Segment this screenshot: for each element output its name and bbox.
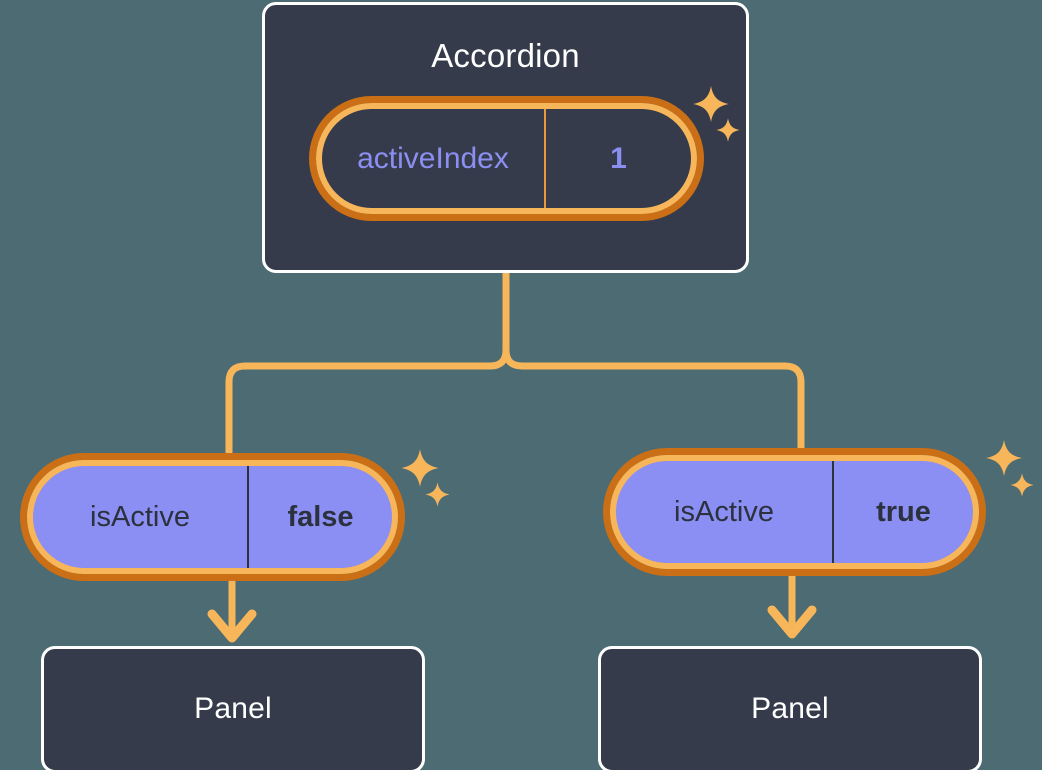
state-pill-body: activeIndex 1 [316,103,697,214]
state-pill-isactive-right[interactable]: isActive true [603,448,986,576]
panel-title: Panel [751,692,829,725]
accordion-title: Accordion [431,37,580,74]
state-pill-key: isActive [616,461,834,563]
arrow-down-icon [207,578,257,643]
state-pill-body: isActive true [610,455,979,569]
connector-left-branch [225,270,510,456]
state-pill-activeindex[interactable]: activeIndex 1 [309,96,704,221]
panel-left[interactable]: Panel [41,646,425,770]
arrow-down-icon [767,574,817,639]
state-pill-value: false [287,500,354,533]
panel-right[interactable]: Panel [598,646,982,770]
state-pill-body: isActive false [27,460,398,574]
state-pill-key: activeIndex [322,109,546,208]
state-pill-isactive-left[interactable]: isActive false [20,453,405,581]
state-pill-key: isActive [33,466,249,568]
sparkle-four-point-icon [399,447,441,489]
sparkle-four-point-small-icon [424,481,451,508]
sparkle-four-point-small-icon [1009,472,1035,498]
state-pill-value: 1 [610,141,627,175]
connector-right-branch [502,270,805,456]
state-pill-value: true [876,495,931,528]
sparkle-four-point-icon [984,438,1024,478]
panel-title: Panel [194,692,272,725]
